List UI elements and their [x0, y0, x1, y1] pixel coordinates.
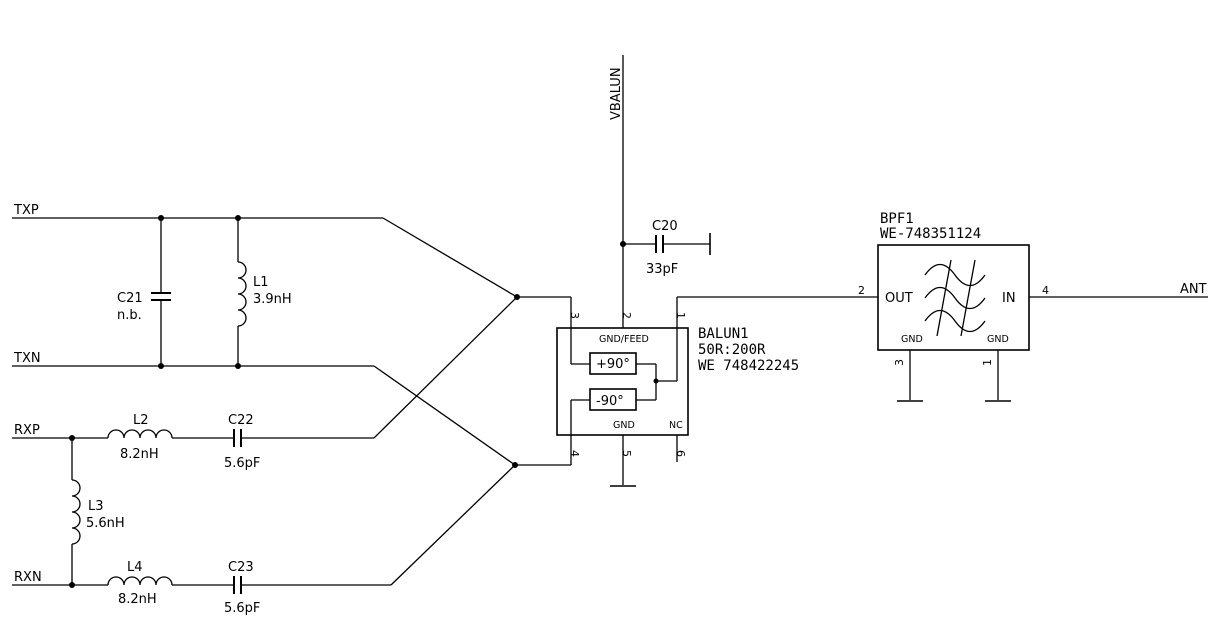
c22-value: 5.6pF: [224, 456, 260, 471]
bpf1-gnd-label-left: GND: [901, 334, 923, 345]
net-label-ant: ANT: [1180, 282, 1207, 297]
txn-net: [12, 365, 516, 466]
balun1-pin-3: 3: [568, 312, 581, 319]
capacitor-c21: [151, 215, 171, 369]
net-label-rxp: RXP: [14, 423, 40, 438]
c20-ref: C20: [652, 219, 678, 234]
bpf1-ref: BPF1: [880, 211, 914, 227]
balun1-symbol: [556, 55, 878, 487]
balun1-plus90: +90°: [596, 357, 630, 372]
l4-ref: L4: [127, 560, 143, 575]
balun1-gnd-feed-label: GND/FEED: [599, 334, 649, 345]
l2-value: 8.2nH: [120, 447, 159, 462]
bpf1-symbol: [877, 244, 1208, 402]
bpf1-pin-1: 1: [981, 359, 994, 366]
balun1-pin-5: 5: [620, 450, 633, 457]
balun1-ref: BALUN1: [698, 326, 749, 342]
inductor-l3: [69, 438, 81, 588]
bpf1-pin-4: 4: [1042, 284, 1049, 297]
c23-value: 5.6pF: [224, 601, 260, 616]
net-label-txp: TXP: [13, 203, 39, 218]
balun1-pin-2: 2: [620, 312, 633, 319]
net-label-vbalun: VBALUN: [609, 67, 624, 120]
balun1-minus90: -90°: [596, 394, 624, 409]
balun1-part: WE 748422245: [698, 358, 799, 374]
l4-value: 8.2nH: [118, 592, 157, 607]
net-label-txn: TXN: [13, 351, 41, 366]
rxp-net: [12, 296, 518, 447]
bpf1-part: WE-748351124: [880, 226, 981, 242]
balun1-value: 50R:200R: [698, 342, 766, 358]
balun1-pin-4: 4: [568, 450, 581, 457]
bpf1-in-label: IN: [1002, 291, 1016, 306]
balun1-gnd-label: GND: [613, 420, 635, 431]
bpf1-pin-3: 3: [893, 359, 906, 366]
txp-net: [12, 217, 518, 298]
balun1-nc-label: NC: [669, 420, 683, 431]
inductor-l1: [235, 215, 247, 369]
c23-ref: C23: [228, 560, 254, 575]
net-label-rxn: RXN: [14, 570, 42, 585]
bpf1-out-label: OUT: [885, 291, 913, 306]
c21-ref: C21: [117, 291, 143, 306]
c21-value: n.b.: [117, 308, 142, 323]
balun1-pin-1: 1: [674, 312, 687, 319]
rxn-net: [12, 464, 516, 594]
l2-ref: L2: [133, 413, 149, 428]
capacitor-c20: [620, 233, 711, 255]
balun1-pin-6: 6: [674, 450, 687, 457]
l1-value: 3.9nH: [253, 292, 292, 307]
l3-ref: L3: [88, 499, 104, 514]
c22-ref: C22: [228, 413, 254, 428]
l3-value: 5.6nH: [86, 516, 125, 531]
bpf1-gnd-label-right: GND: [987, 334, 1009, 345]
bpf1-pin-2: 2: [858, 284, 865, 297]
c20-value: 33pF: [646, 262, 678, 277]
l1-ref: L1: [253, 275, 269, 290]
